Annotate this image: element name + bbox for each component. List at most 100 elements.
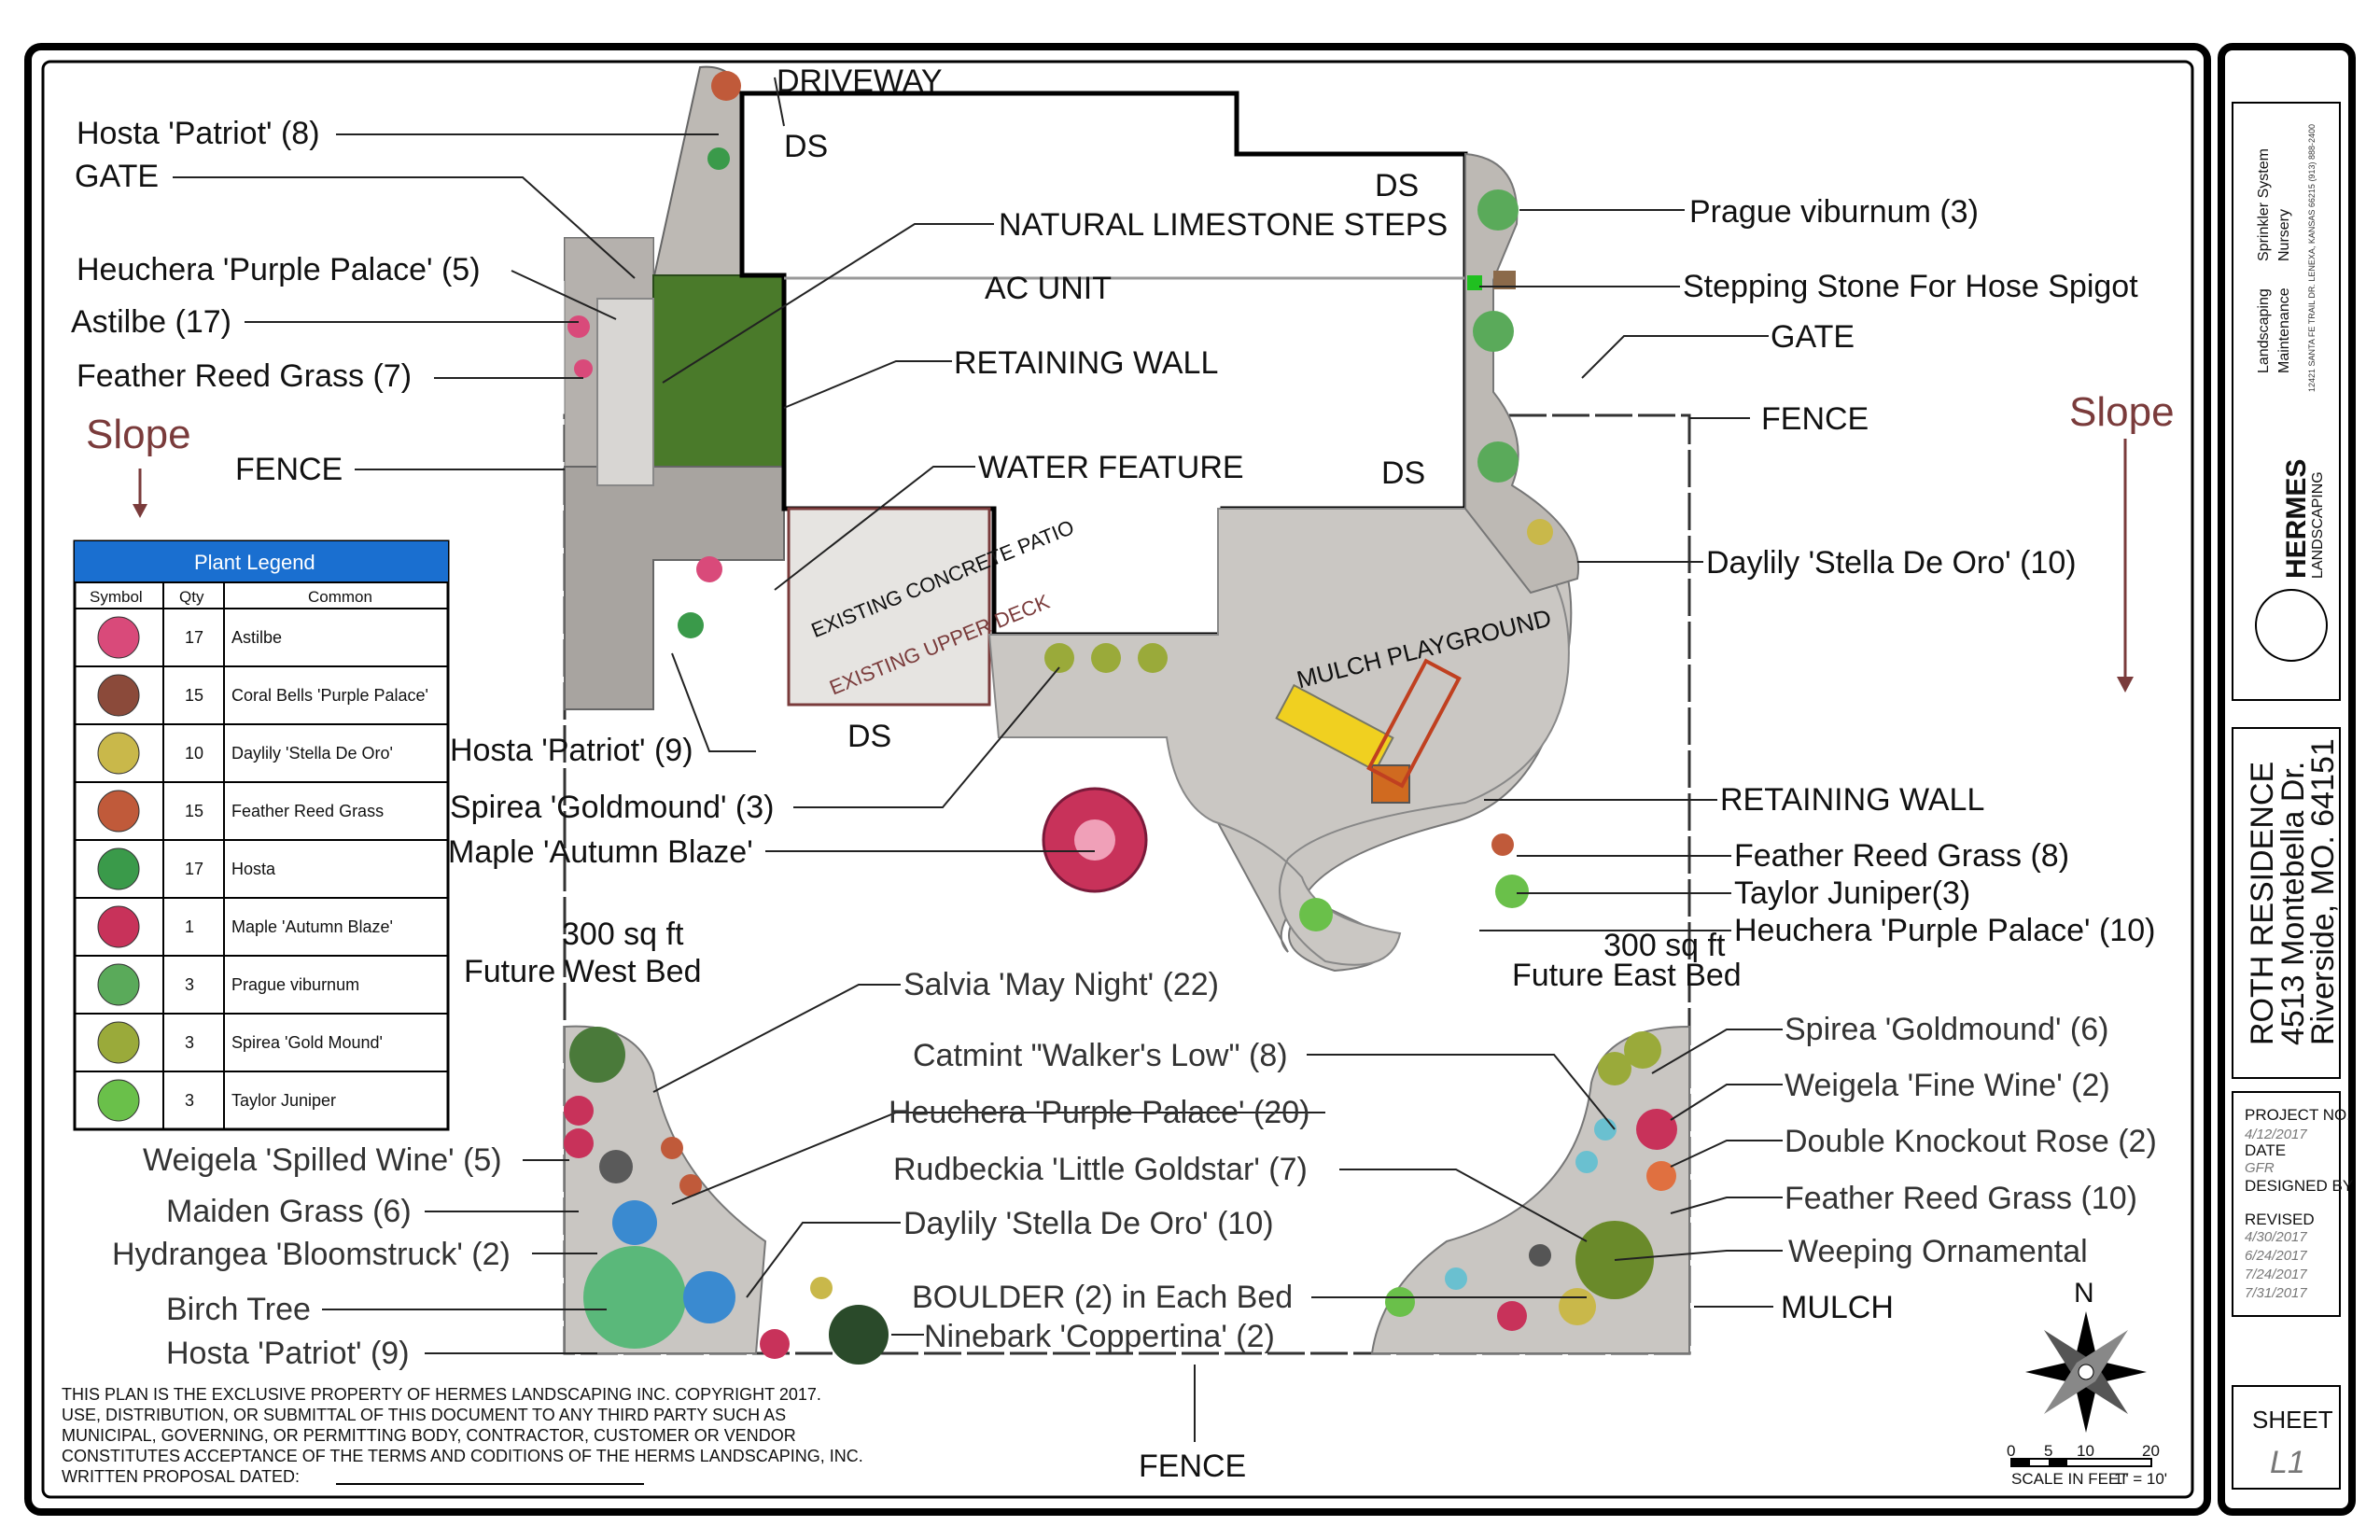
legend-plant-symbol-icon	[97, 905, 140, 948]
date-value: GFR	[2245, 1160, 2275, 1176]
label-heuchera-20: Heuchera 'Purple Palace' (20)	[889, 1095, 1309, 1130]
play-structure-slide	[1275, 683, 1394, 773]
label-boulder: BOULDER (2) in Each Bed	[912, 1280, 1293, 1315]
north-arrow-icon: N	[2025, 1278, 2147, 1433]
legend-col-symbol: Symbol	[90, 588, 143, 606]
west-bed-plants	[564, 1027, 889, 1365]
designed-by-label: DESIGNED BY	[2245, 1177, 2353, 1195]
project-no-label: PROJECT NO.	[2245, 1106, 2351, 1124]
legend-plant-symbol-icon	[97, 847, 140, 890]
legend-qty: 17	[185, 860, 203, 878]
legend-plant-symbol-icon	[97, 674, 140, 717]
scale-label: SCALE IN FEET	[2011, 1470, 2129, 1488]
outer-border	[24, 43, 2211, 1516]
label-maiden: Maiden Grass (6)	[166, 1194, 412, 1229]
side-plants	[567, 71, 1553, 931]
label-limestone-steps: NATURAL LIMESTONE STEPS	[999, 207, 1448, 243]
label-ds-1: DS	[784, 129, 828, 164]
label-weeping: Weeping Ornamental	[1788, 1234, 2088, 1269]
legend-qty: 3	[185, 1033, 194, 1052]
service-maintenance: Maintenance	[2276, 287, 2292, 373]
revision-2: 6/24/2017	[2245, 1248, 2307, 1264]
legend-common-name: Prague viburnum	[231, 975, 359, 994]
label-weigela-spilled: Weigela 'Spilled Wine' (5)	[143, 1142, 502, 1178]
label-future-east: Future East Bed	[1512, 958, 1742, 993]
label-rudbeckia: Rudbeckia 'Little Goldstar' (7)	[893, 1152, 1308, 1187]
slope-arrowhead-west	[133, 504, 147, 518]
sheet-label: SHEET	[2252, 1406, 2333, 1434]
legend-plant-symbol-icon	[97, 790, 140, 833]
legend-qty: 10	[185, 744, 203, 763]
label-fence-east: FENCE	[1761, 401, 1869, 437]
label-heuchera-10: Heuchera 'Purple Palace' (10)	[1734, 913, 2155, 948]
company-logo-icon	[2255, 589, 2328, 662]
label-hosta-patriot-9b: Hosta 'Patriot' (9)	[166, 1336, 410, 1371]
play-structure-frame	[1366, 658, 1462, 789]
east-side-bed	[1464, 152, 1580, 595]
client-street: 4513 Montebella Dr.	[2275, 762, 2311, 1045]
label-knockout: Double Knockout Rose (2)	[1785, 1124, 2157, 1159]
scale-bar: 0 5 10 20 SCALE IN FEET 1" = 10'	[2007, 1442, 2167, 1488]
legend-qty: 15	[185, 802, 203, 820]
label-daylily-10: Daylily 'Stella De Oro' (10)	[1706, 545, 2077, 581]
label-birch: Birch Tree	[166, 1292, 311, 1327]
label-gate-east: GATE	[1771, 319, 1855, 355]
legend-plant-symbol-icon	[97, 616, 140, 659]
west-lawn-patio	[652, 274, 785, 482]
label-feather-8: Feather Reed Grass (8)	[1734, 838, 2069, 874]
label-fence-west: FENCE	[235, 452, 343, 487]
title-block-border	[2218, 43, 2356, 1516]
maple-tree-center	[1074, 819, 1115, 861]
legend-common-name: Taylor Juniper	[231, 1091, 336, 1110]
legend-col-qty: Qty	[179, 588, 204, 606]
legend-common-name: Astilbe	[231, 628, 282, 647]
label-spirea-3: Spirea 'Goldmound' (3)	[450, 790, 775, 825]
scale-tick-0: 0	[2007, 1442, 2015, 1460]
legend-plant-symbol-icon	[97, 1021, 140, 1064]
sheet-number: L1	[2270, 1445, 2305, 1480]
revision-4: 7/31/2017	[2245, 1285, 2307, 1301]
label-retaining-wall-2: RETAINING WALL	[1720, 782, 1984, 818]
legend-title: Plant Legend	[194, 551, 315, 574]
revised-label: REVISED	[2245, 1211, 2315, 1228]
label-mulch: MULCH	[1781, 1290, 1894, 1325]
label-fence-south: FENCE	[1139, 1449, 1246, 1484]
legend-common-name: Maple 'Autumn Blaze'	[231, 917, 393, 936]
note-line-1: THIS PLAN IS THE EXCLUSIVE PROPERTY OF H…	[62, 1385, 821, 1404]
scale-tick-5: 5	[2044, 1442, 2052, 1460]
note-line-3: MUNICIPAL, GOVERNING, OR PERMITTING BODY…	[62, 1426, 796, 1445]
label-driveway: DRIVEWAY	[777, 63, 943, 99]
label-hosta-patriot-9: Hosta 'Patriot' (9)	[450, 733, 693, 768]
legend-rows: 17 Astilbe 15 Coral Bells 'Purple Palace' 10…	[75, 616, 448, 1130]
legend-plant-symbol-icon	[97, 732, 140, 775]
west-steps	[596, 298, 654, 486]
inner-border	[41, 60, 2194, 1499]
legend-qty: 1	[185, 917, 194, 936]
legend-qty: 17	[185, 628, 203, 647]
note-line-2: USE, DISTRIBUTION, OR SUBMITTAL OF THIS …	[62, 1406, 786, 1424]
service-nursery: Nursery	[2276, 209, 2292, 261]
revision-1: 4/30/2017	[2245, 1229, 2307, 1245]
legend-plant-symbol-icon	[97, 1079, 140, 1122]
label-heuchera-5: Heuchera 'Purple Palace' (5)	[77, 252, 481, 287]
label-feather-7: Feather Reed Grass (7)	[77, 358, 412, 394]
label-sqft-west: 300 sq ft	[562, 917, 684, 952]
label-future-west: Future West Bed	[464, 954, 702, 989]
legend-common-name: Coral Bells 'Purple Palace'	[231, 686, 428, 705]
label-gate-west: GATE	[75, 159, 159, 194]
project-no-value: 4/12/2017	[2245, 1127, 2307, 1142]
label-salvia: Salvia 'May Night' (22)	[903, 967, 1219, 1002]
label-astilbe-17: Astilbe (17)	[71, 304, 231, 340]
legend-common-name: Daylily 'Stella De Oro'	[231, 744, 393, 763]
label-feather-10: Feather Reed Grass (10)	[1785, 1181, 2137, 1216]
label-spirea-6: Spirea 'Goldmound' (6)	[1785, 1012, 2109, 1047]
company-address: 12421 SANTA FE TRAIL DR. LENEXA, KANSAS …	[2307, 124, 2317, 392]
copyright-note: THIS PLAN IS THE EXCLUSIVE PROPERTY OF H…	[62, 1385, 863, 1486]
label-catmint: Catmint "Walker's Low" (8)	[913, 1038, 1288, 1073]
legend-qty: 3	[185, 975, 194, 994]
scale-tick-10: 10	[2077, 1442, 2094, 1460]
label-ac-unit: AC UNIT	[985, 271, 1112, 306]
legend-common-name: Spirea 'Gold Mound'	[231, 1033, 383, 1052]
